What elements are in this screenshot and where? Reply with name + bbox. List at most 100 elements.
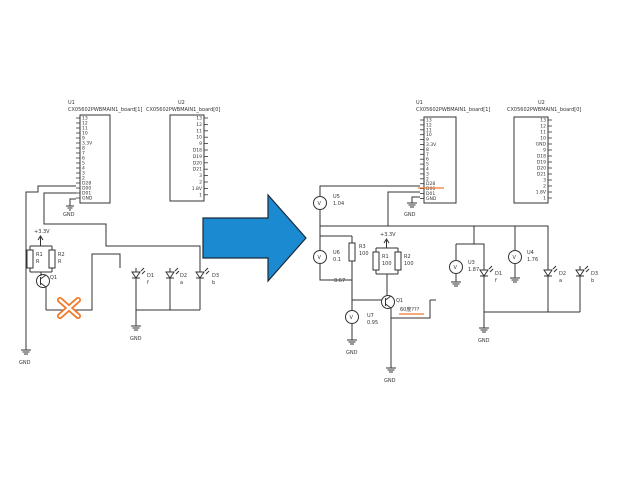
right-u2-box[interactable] — [513, 116, 549, 204]
left-u1-box[interactable] — [79, 114, 111, 204]
right-u4-wires — [474, 225, 549, 278]
left-d2-ref: D2 — [180, 273, 187, 279]
left-u1-pin-label: 6 — [82, 156, 85, 162]
right-u4-voltmeter[interactable] — [508, 250, 522, 264]
right-u3-gnd-symbol — [451, 281, 461, 287]
right-u1-pin-label: GND — [426, 196, 437, 202]
right-u6-extra-val: 0.67 — [334, 278, 345, 284]
right-d00-wire — [319, 185, 420, 196]
right-u5-ref: U5 — [333, 194, 340, 200]
left-u2-pin-label: 3 — [199, 173, 202, 179]
left-led-d1[interactable] — [131, 267, 146, 310]
right-q1-leads — [385, 274, 392, 368]
right-led-d3[interactable] — [575, 265, 590, 312]
right-u4-ref: U4 — [527, 250, 534, 256]
right-r-bridge-wires — [375, 247, 399, 275]
right-u3-val: 1.87 — [468, 267, 479, 273]
right-u2-pin-label: 12 — [540, 124, 546, 130]
left-u1-pin-label: D00 — [82, 186, 91, 192]
right-r3-val: 100 — [359, 251, 369, 257]
right-u2-pin-label: 1 — [543, 196, 546, 202]
left-q1-ref: Q1 — [50, 275, 57, 281]
right-u6-voltmeter[interactable] — [313, 250, 327, 264]
right-u1-pin-label: 8 — [426, 147, 429, 153]
right-u2-part: CX05602PWBMAIN1_board[0] — [507, 107, 581, 113]
left-u1-pin-label: 11 — [82, 126, 88, 132]
right-u3-wires — [455, 243, 484, 282]
right-u5-v-glyph: V — [318, 201, 322, 207]
right-led-d2[interactable] — [543, 265, 558, 312]
right-u7-wires — [351, 299, 436, 340]
right-u2-pin-label: D18 — [537, 154, 546, 160]
left-r-bridge-wires — [29, 245, 53, 273]
right-r2-ref: R2 — [404, 254, 411, 260]
right-u2-pin-label: 11 — [540, 130, 546, 136]
right-u7-voltmeter[interactable] — [345, 310, 359, 324]
left-vcc-arrow — [37, 235, 44, 246]
right-u5-voltmeter[interactable] — [313, 196, 327, 210]
right-u2-pin-label: D20 — [537, 166, 546, 172]
left-r1-ref: R1 — [36, 252, 43, 258]
left-u1-pin-label: 9 — [82, 136, 85, 142]
left-vcc-label: +3.3V — [34, 229, 50, 235]
right-u1-pin-label: 9 — [426, 137, 429, 143]
left-u1-pin-label: GND — [82, 196, 93, 202]
right-u7-val: 0.95 — [367, 320, 378, 326]
left-led-gnd-label: GND — [130, 336, 142, 342]
left-u1-gnd-symbol — [66, 205, 74, 211]
right-u1-pin-label: 7 — [426, 152, 429, 158]
left-u1-pin-label: 13 — [82, 116, 88, 122]
transition-arrow-icon — [202, 193, 307, 283]
left-led-d3[interactable] — [195, 267, 210, 310]
right-q1-body[interactable] — [381, 295, 395, 309]
left-u1-gnd-label: GND — [63, 212, 75, 218]
left-u2-box[interactable] — [169, 114, 205, 202]
left-u1-pin-label: 7 — [82, 151, 85, 157]
left-u2-pin-label: 2 — [199, 180, 202, 186]
left-u2-pin-label: D20 — [193, 160, 202, 166]
right-u2-pin-label: 10 — [540, 136, 546, 142]
right-q1-gnd-label: GND — [384, 378, 396, 384]
left-bottom-gnd-symbol — [21, 349, 31, 355]
right-q1-ref: Q1 — [396, 298, 403, 304]
right-u1-pin-label: D28 — [426, 181, 435, 187]
left-u2-pin-label: 12 — [196, 122, 202, 128]
left-u1-pin-label: 2 — [82, 176, 85, 182]
right-u1-gnd-symbol — [407, 202, 417, 208]
right-u3-voltmeter[interactable] — [449, 260, 463, 274]
right-u1-pin-label: 5 — [426, 162, 429, 168]
right-u1-pin-label: 6 — [426, 157, 429, 163]
right-r3-body[interactable] — [348, 242, 356, 262]
right-r3-ref: R3 — [359, 244, 366, 250]
left-u2-pin-label: 1 — [199, 192, 202, 198]
right-u1-pin-label: 13 — [426, 118, 432, 124]
left-u1-pin-label: D01 — [82, 191, 91, 197]
right-u2-pin-label: D19 — [537, 160, 546, 166]
left-r2-val: R — [58, 259, 62, 265]
left-led-d2[interactable] — [165, 267, 180, 310]
right-u1-pin-label: 3 — [426, 171, 429, 177]
right-d3-ref: D3 — [591, 271, 598, 277]
right-r2-body[interactable] — [394, 251, 402, 271]
left-r1-body[interactable] — [26, 249, 34, 269]
left-r2-body[interactable] — [48, 249, 56, 269]
right-u1-box[interactable] — [423, 116, 457, 204]
left-q1-leads — [40, 272, 47, 310]
right-r1-body[interactable] — [372, 251, 380, 271]
right-u7-gnd-symbol — [347, 339, 357, 345]
left-u1-pin-label: D28 — [82, 181, 91, 187]
right-u6-ref: U6 — [333, 250, 340, 256]
left-u1-gnd-wire — [69, 198, 76, 206]
left-led-gnd-symbol — [131, 325, 141, 331]
left-q1-body[interactable] — [36, 274, 50, 288]
right-u7-gnd-label: GND — [346, 350, 358, 356]
left-schematic: U1 CX05602PWBMAIN1_board[1] 1312111093.3… — [19, 100, 220, 366]
right-u1-pin-label: 12 — [426, 122, 432, 128]
right-u1-part: CX05602PWBMAIN1_board[1] — [416, 107, 490, 113]
right-vcc-label: +3.3V — [380, 232, 396, 238]
right-u6-v-glyph: V — [318, 255, 322, 261]
left-u1-pin-label: 3.3V — [82, 141, 93, 147]
right-led-d1[interactable] — [479, 265, 494, 312]
